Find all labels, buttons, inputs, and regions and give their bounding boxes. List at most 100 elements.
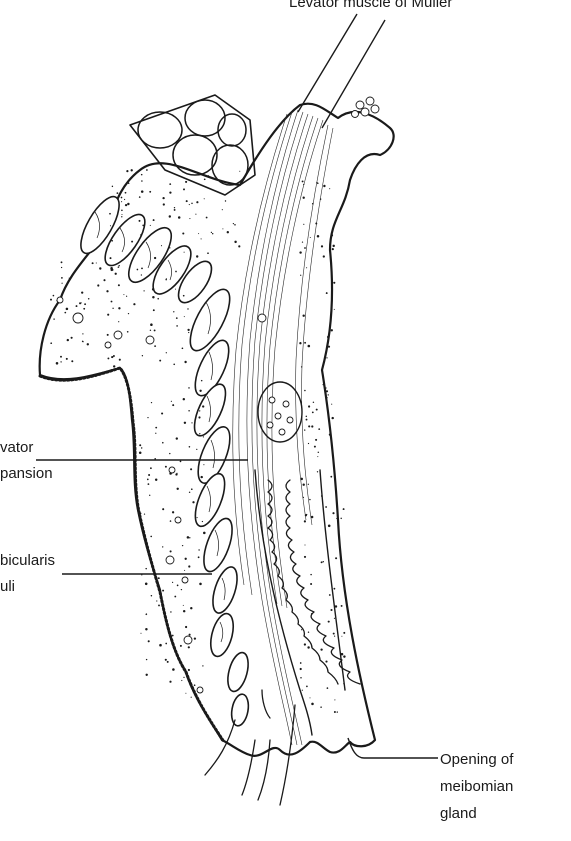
stipple-dot (150, 467, 152, 470)
stipple-dot (143, 290, 145, 292)
stipple-dot (111, 356, 114, 359)
stipple-dot (307, 483, 309, 485)
stipple-dot (136, 268, 139, 271)
stipple-dot (309, 236, 311, 239)
stipple-dot (185, 180, 188, 183)
stipple-dot (300, 477, 303, 481)
stipple-dot (303, 643, 307, 646)
stipple-dot (316, 235, 320, 238)
stipple-dot (202, 405, 205, 408)
stipple-dot (172, 404, 175, 407)
stipple-dot (300, 677, 302, 679)
stipple-dot (138, 219, 141, 222)
stipple-dot (336, 517, 338, 520)
stipple-dot (309, 697, 311, 699)
stipple-dot (117, 266, 120, 268)
stipple-dot (140, 447, 143, 449)
tissue-pore (196, 686, 204, 694)
eyelashes (204, 689, 296, 806)
stipple-dot (200, 238, 202, 240)
stipple-dot (200, 379, 203, 382)
stipple-dot (66, 338, 69, 342)
stipple-dot (325, 506, 327, 508)
stipple-dot (124, 203, 128, 207)
stipple-dot (203, 178, 206, 181)
stipple-dot (342, 508, 345, 511)
stipple-dot (60, 266, 63, 269)
orbicularis-bundles (80, 195, 250, 727)
stipple-dot (307, 442, 310, 445)
stipple-dot (60, 261, 63, 264)
stipple-dot (147, 416, 149, 419)
stipple-dot (306, 267, 308, 269)
stipple-dot (183, 251, 185, 253)
stipple-dot (203, 198, 205, 200)
stipple-dot (139, 444, 142, 447)
stipple-dot (170, 611, 172, 613)
stipple-dot (325, 387, 327, 389)
stipple-dot (150, 594, 153, 597)
stipple-dot (121, 216, 123, 218)
fat-globules (129, 94, 256, 196)
stipple-dot (188, 633, 191, 636)
stipple-dot (152, 295, 155, 299)
tissue-pore (183, 635, 193, 645)
stipple-dot (126, 170, 129, 173)
stipple-dot (143, 513, 146, 515)
stipple-dot (109, 257, 112, 260)
stipple-dot (320, 706, 322, 708)
stipple-dot (327, 524, 331, 528)
stipple-dot (166, 660, 169, 663)
label-orbicularis-oculi: bicularis uli (0, 552, 212, 595)
stipple-dot (75, 305, 78, 308)
stipple-dot (87, 298, 90, 300)
stipple-dot (171, 511, 175, 514)
stipple-dot (184, 569, 186, 571)
stipple-dot (84, 303, 87, 306)
stipple-dot (304, 389, 306, 392)
stipple-dot (315, 222, 318, 225)
stipple-dot (171, 634, 174, 637)
stipple-dot (188, 204, 190, 206)
stipple-dot (140, 274, 143, 276)
stipple-dot (303, 223, 305, 225)
vessel-cluster (257, 313, 303, 443)
stipple-dot (210, 231, 213, 234)
label-levator-expansion: vator pansion (0, 439, 248, 482)
stipple-dot (319, 198, 322, 200)
stipple-dot (320, 561, 323, 564)
stipple-dot (110, 267, 113, 270)
meibomian-gland (267, 479, 361, 685)
stipple-dot (316, 181, 318, 184)
stipple-dot (141, 267, 143, 270)
stipple-dot (308, 405, 311, 408)
stipple-dot (181, 544, 184, 547)
stipple-dot (201, 520, 204, 523)
stipple-dot (111, 185, 114, 188)
stipple-dot (188, 387, 190, 389)
stipple-dot (53, 318, 55, 320)
stipple-dot (304, 544, 306, 546)
stipple-dot (226, 231, 229, 234)
stipple-dot (322, 384, 324, 386)
stipple-dot (159, 359, 162, 362)
stipple-dot (50, 298, 52, 301)
stipple-dot (165, 278, 167, 281)
stipple-dot (106, 290, 109, 293)
stipple-dot (154, 458, 156, 460)
stipple-dot (333, 281, 336, 284)
stipple-dot (239, 170, 241, 172)
stipple-dot (311, 702, 314, 706)
stipple-dot (111, 239, 114, 242)
stipple-dot (190, 696, 192, 698)
stipple-dot (151, 288, 155, 291)
stipple-dot (182, 397, 186, 401)
stipple-dot (303, 555, 307, 558)
stipple-dot (310, 582, 313, 586)
stipple-dot (138, 196, 141, 198)
stipple-dot (50, 342, 53, 345)
stipple-dot (334, 635, 336, 637)
stipple-dot (331, 447, 333, 449)
stipple-dot (120, 196, 123, 199)
